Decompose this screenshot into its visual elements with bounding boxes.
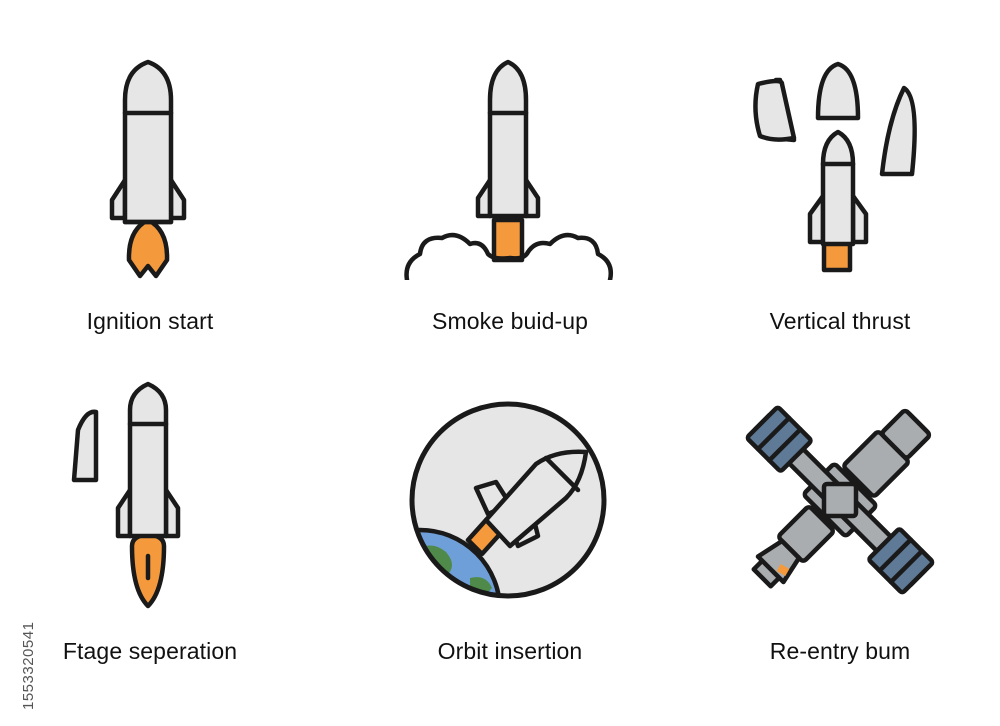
rocket-ignition-icon [109,59,187,279]
icon-cell-orbit-insertion: Orbit insertion [360,370,660,700]
icon-cell-re-entry-burn: Re-entry bum [690,370,990,700]
rocket-smoke-icon [404,59,613,280]
icon-label: Smoke buid-up [432,308,588,334]
icon-cell-smoke-build-up: Smoke buid-up [360,40,660,350]
rocket-stage-separation-icon [71,381,181,609]
icon-label: Re-entry bum [769,638,911,664]
icon-cell-vertical-thrust: Vertical thrust [690,40,990,350]
stock-id-text: 1553320541 [20,621,37,710]
rocket-fairing-icon [753,61,917,273]
stock-id-watermark: 1553320541 [2,470,37,710]
icon-label: Ignition start [86,308,214,334]
icon-label: Orbit insertion [437,638,583,664]
icon-label: Vertical thrust [769,308,911,334]
rocket-orbit-icon [409,401,607,599]
icon-cell-ignition-start: Ignition start [0,40,300,350]
space-station-icon [745,405,935,595]
icon-cell-stage-separation: Ftage seperation [0,370,300,700]
icon-label: Ftage seperation [62,638,238,664]
